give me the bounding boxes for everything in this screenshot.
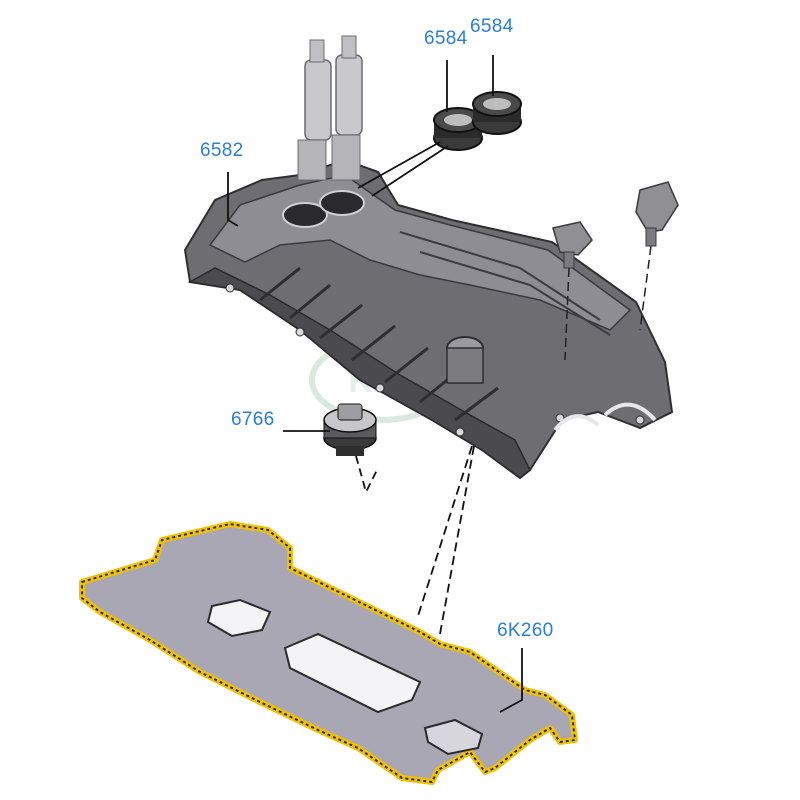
- valve-cover-gasket: [79, 521, 578, 785]
- callout-oil-filler-cap: 6766: [231, 409, 275, 430]
- sensors: [552, 181, 679, 269]
- valve-cover: [183, 158, 674, 480]
- valve-cover-seal-right: [472, 91, 522, 135]
- callout-gasket: 6K260: [497, 620, 554, 641]
- valve-cover-seal-left: [433, 107, 483, 151]
- sensor-leader-lines: [564, 245, 652, 361]
- leader-lines: [227, 55, 523, 713]
- callout-seal-left: 6584: [424, 28, 468, 49]
- oil-filler-cap: [323, 403, 377, 456]
- callout-valve-cover: 6582: [200, 140, 244, 161]
- ignition-coils: [297, 35, 363, 181]
- callout-seal-right: 6584: [470, 16, 514, 37]
